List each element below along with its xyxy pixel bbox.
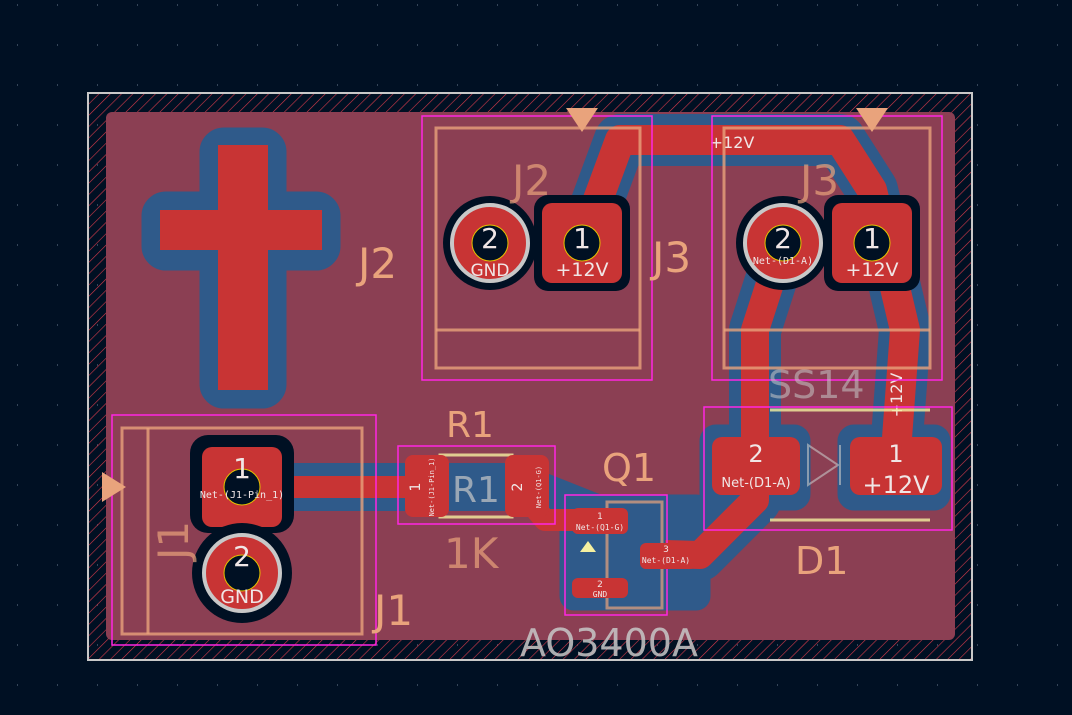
pad-net: +12V <box>845 259 898 281</box>
r1-fab-ref: R1 <box>452 470 500 511</box>
pad-number: 2 <box>748 440 763 468</box>
pad-net: GND <box>593 590 608 599</box>
r1-value: 1K <box>444 529 500 578</box>
pad-number: 2 <box>510 483 526 492</box>
pad-number: 1 <box>233 452 251 485</box>
j1-fab-ref: J1 <box>149 521 198 563</box>
trace-net-label: +12V <box>710 133 755 152</box>
pad-net: Net-(Q1-G) <box>535 466 543 508</box>
pad-number: 2 <box>481 222 499 255</box>
footprint-q1[interactable]: Q1 AO3400A 1 Net-(Q1-G) 2 GND 3 Net-(D1-… <box>520 446 698 665</box>
pad-number: 1 <box>863 222 881 255</box>
trace-12v <box>567 125 920 467</box>
pad-net: +12V <box>862 471 930 499</box>
j3-ref: J3 <box>649 233 691 282</box>
pad-net: Net-(D1-A) <box>642 556 690 565</box>
footprint-j1[interactable]: J1 J1 1 Net-(J1-Pin_1) 2 GND <box>102 414 413 646</box>
pin1-marker-icon <box>566 108 598 132</box>
diode-symbol-icon <box>807 443 841 487</box>
pad-number: 2 <box>774 222 792 255</box>
pad-net: Net-(J1-Pin_1) <box>428 457 436 516</box>
pin1-marker-icon <box>580 541 596 552</box>
pad-net: Net-(J1-Pin_1) <box>200 490 284 501</box>
pad-net: Net-(D1-A) <box>753 256 813 267</box>
pin1-marker-icon <box>856 108 888 132</box>
j3-fab-ref: J3 <box>797 156 839 205</box>
footprint-j2[interactable]: J2 J2 2 GND 1 +12V <box>355 108 653 381</box>
pad-number: 1 <box>597 512 603 522</box>
trace-net-label-vertical: +12V <box>887 373 906 418</box>
pad-number: 3 <box>663 545 669 555</box>
pin1-marker-icon <box>102 472 126 502</box>
pad-net: +12V <box>555 259 608 281</box>
pad-number: 1 <box>888 440 903 468</box>
footprint-j3[interactable]: J3 J3 2 Net-(D1-A) 1 +12V <box>649 108 943 381</box>
pad-number: 2 <box>597 580 603 590</box>
d1-ref: D1 <box>795 539 848 583</box>
pad-net: Net-(D1-A) <box>721 476 790 491</box>
pad-number: 1 <box>573 222 591 255</box>
cross-graphic <box>160 145 322 390</box>
j1-ref: J1 <box>371 586 413 635</box>
j2-fab-ref: J2 <box>509 156 551 205</box>
pad-net: Net-(Q1-G) <box>576 523 624 532</box>
q1-value: AO3400A <box>520 621 698 665</box>
q1-ref: Q1 <box>602 446 656 490</box>
pad-number: 1 <box>408 483 424 492</box>
pad-net: GND <box>471 261 510 281</box>
pad-net: GND <box>220 586 264 608</box>
pad-number: 2 <box>233 540 251 573</box>
r1-ref: R1 <box>446 405 494 446</box>
footprint-d1[interactable]: SS14 D1 2 Net-(D1-A) 1 +12V <box>703 363 953 583</box>
footprint-r1[interactable]: R1 R1 1K 1 Net-(J1-Pin_1) 2 Net-(Q1-G) <box>397 405 556 578</box>
d1-value: SS14 <box>768 363 865 407</box>
j2-ref: J2 <box>355 239 397 288</box>
